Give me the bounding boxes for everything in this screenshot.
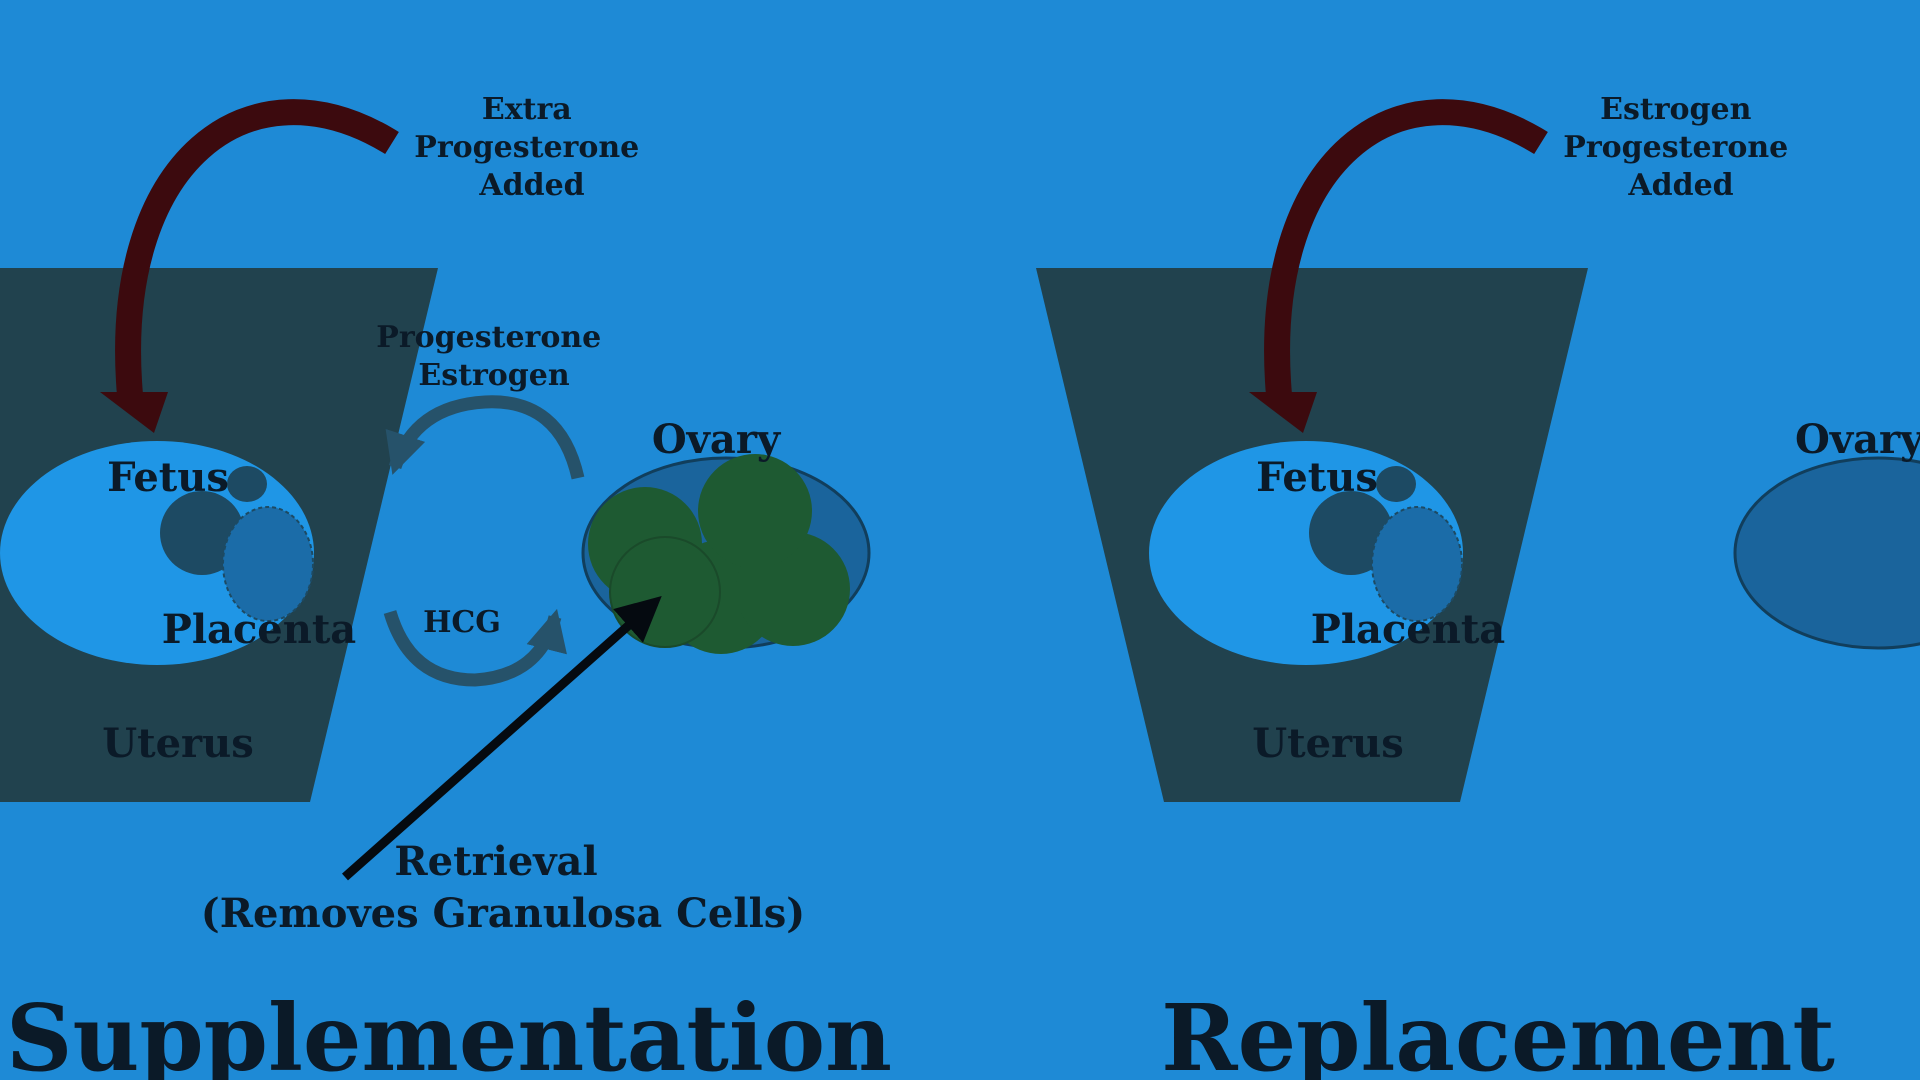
uterus-label: Uterus	[1252, 720, 1403, 767]
extra-progesterone-label: Extra Progesterone Added	[414, 92, 649, 203]
supplementation-title: Supplementation	[6, 984, 892, 1080]
fetus-label: Fetus	[1256, 454, 1378, 501]
added-label-line-2: Progesterone	[1563, 130, 1788, 165]
added-label-line-1: Extra	[482, 92, 572, 127]
uterus-label: Uterus	[102, 720, 253, 767]
added-label-line-3: Added	[478, 168, 584, 203]
retrieval-label: Retrieval (Removes Granulosa Cells)	[201, 838, 805, 937]
added-label-line-1: Estrogen	[1600, 92, 1751, 127]
estrogen-progesterone-added-label: Estrogen Progesterone Added	[1563, 92, 1798, 203]
supplementation-panel: Extra Progesterone Added Progesterone Es…	[0, 92, 892, 1080]
ovary-label: Ovary	[652, 416, 782, 463]
added-label-line-2: Progesterone	[414, 130, 639, 165]
progesterone-estrogen-arrow	[385, 395, 585, 480]
placenta-label: Placenta	[1311, 606, 1505, 653]
retrieval-arrow	[342, 596, 662, 881]
replacement-title: Replacement	[1161, 984, 1835, 1080]
external-hormone-arrow	[100, 99, 399, 433]
ovary-shape	[1733, 456, 1920, 650]
hormone-label-line-2: Estrogen	[418, 358, 569, 393]
external-hormone-arrow	[1249, 99, 1548, 433]
ovary-label: Ovary	[1795, 416, 1920, 463]
retrieval-label-line-2: (Removes Granulosa Cells)	[201, 890, 805, 937]
placenta-shape	[1371, 506, 1463, 622]
replacement-panel: Estrogen Progesterone Added Ovary Fetus …	[1036, 92, 1920, 1080]
hcg-label: HCG	[423, 605, 501, 640]
hcg-arrow	[383, 608, 567, 687]
follicle-cluster	[588, 454, 850, 654]
retrieval-label-line-1: Retrieval	[394, 838, 597, 885]
fetus-label: Fetus	[107, 454, 229, 501]
placenta-label: Placenta	[162, 606, 356, 653]
placenta-shape	[222, 506, 314, 622]
hormone-label-line-1: Progesterone	[376, 320, 601, 355]
progesterone-estrogen-label: Progesterone Estrogen	[376, 320, 611, 393]
added-label-line-3: Added	[1627, 168, 1733, 203]
